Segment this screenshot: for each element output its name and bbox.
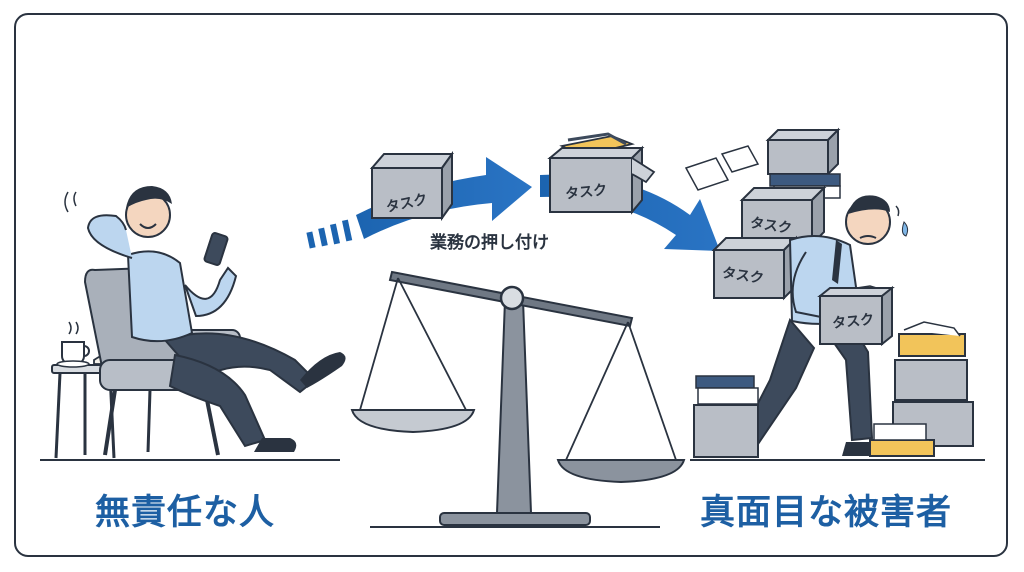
arrow-label: 業務の押し付け: [430, 233, 549, 253]
smartphone-icon: [203, 232, 229, 266]
task-box-icon: [817, 285, 895, 347]
task-box-label: タスク: [721, 265, 765, 287]
task-box-label: タスク: [749, 215, 793, 237]
flying-papers: [684, 145, 760, 191]
file-stack-icon: [869, 321, 974, 457]
balance-scale-icon: [350, 270, 686, 528]
coffee-cup-icon: [56, 321, 90, 368]
relaxed-man-icon: [64, 186, 346, 452]
file-stack-icon: [693, 375, 759, 458]
left-scene: [40, 186, 346, 461]
caption-irresponsible-person: 無責任な人: [95, 493, 276, 533]
task-box-label: タスク: [831, 312, 874, 332]
right-scene: [684, 127, 985, 461]
illustration-frame: [14, 13, 1008, 557]
task-box-icon: [547, 132, 656, 215]
task-box-label: タスク: [565, 182, 608, 202]
task-box-icon: [369, 150, 454, 222]
caption-diligent-victim: 真面目な被害者: [700, 493, 953, 533]
